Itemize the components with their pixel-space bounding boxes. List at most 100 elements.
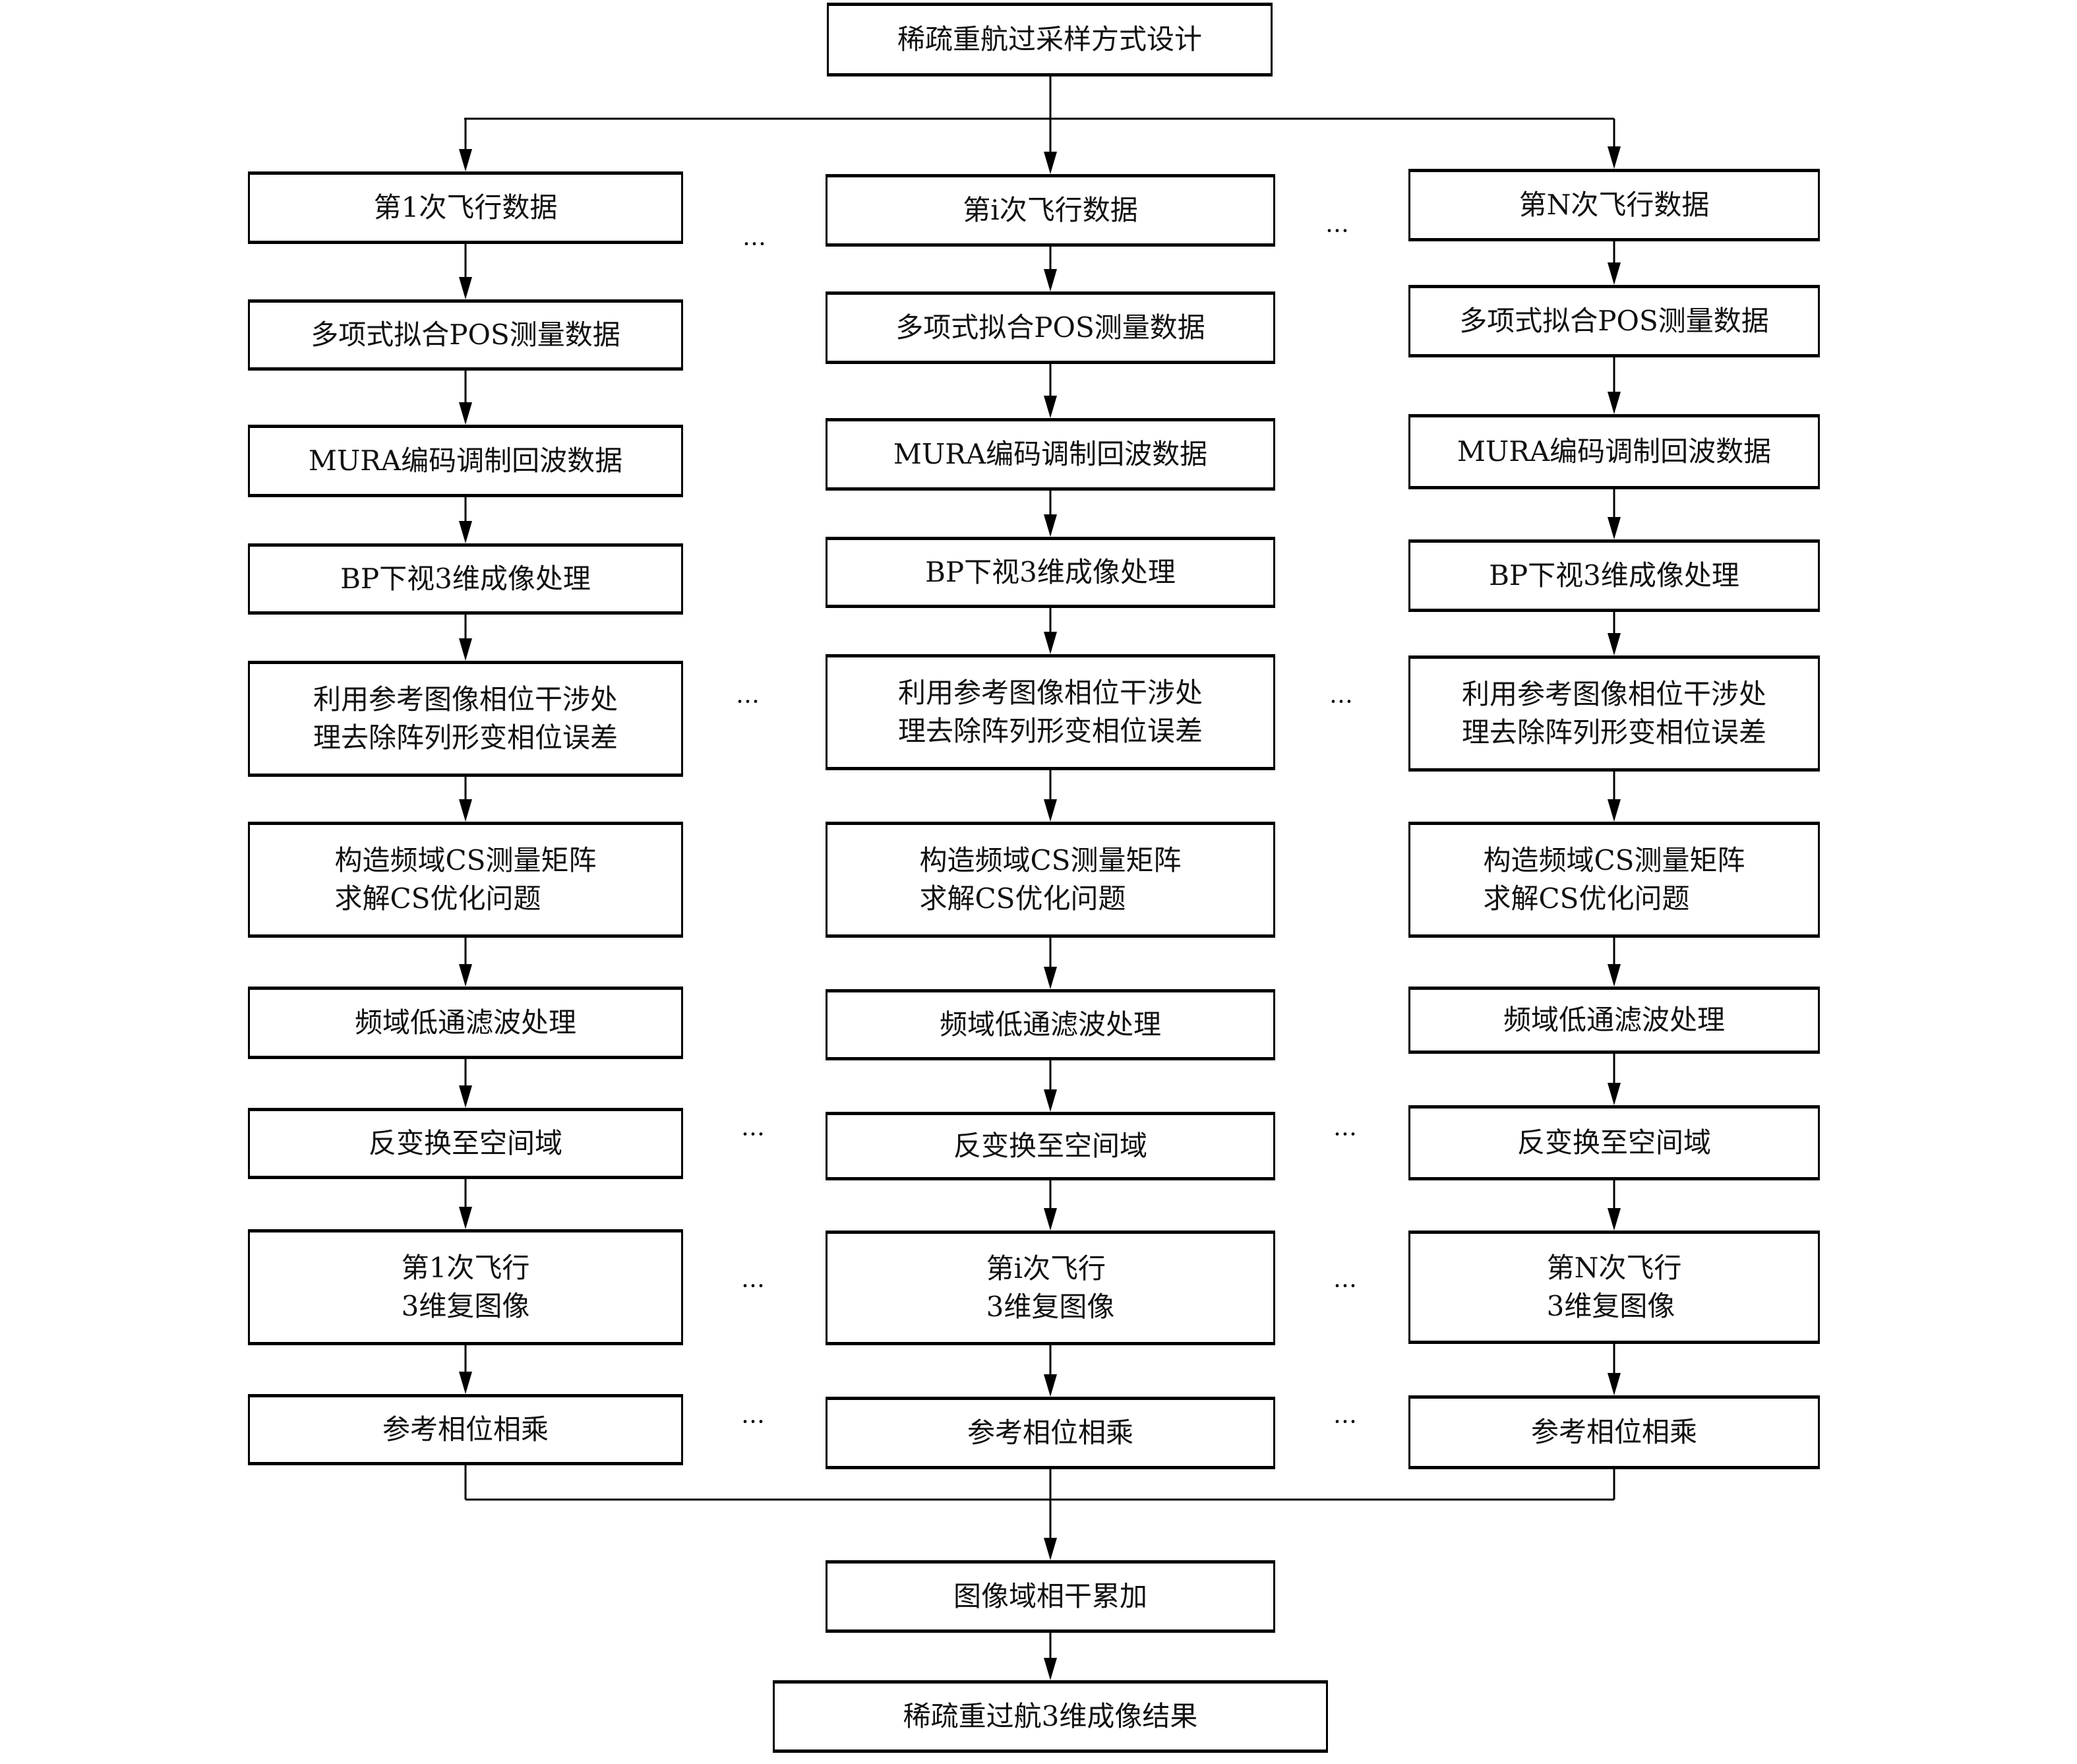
step-box: 参考相位相乘: [248, 1394, 683, 1465]
step-label: 第N次飞行数据: [1519, 189, 1710, 221]
step-label: 参考相位相乘: [382, 1413, 549, 1445]
step-box: 第1次飞行 3维复图像: [248, 1229, 683, 1345]
step-box: 利用参考图像相位干涉处 理去除阵列形变相位误差: [1408, 655, 1820, 772]
step-label: 多项式拟合POS测量数据: [895, 311, 1205, 344]
arrow-head-icon: [459, 638, 472, 661]
step-label: 频域低通滤波处理: [354, 1006, 576, 1039]
step-box: MURA编码调制回波数据: [248, 425, 683, 497]
step-box: 第i次飞行 3维复图像: [826, 1231, 1275, 1345]
step-label: 反变换至空间域: [1517, 1126, 1711, 1159]
design-label: 稀疏重航过采样方式设计: [897, 23, 1202, 55]
arrow-head-icon: [1608, 146, 1621, 169]
step-box: 构造频域CS测量矩阵 求解CS优化问题: [826, 822, 1275, 938]
step-label: 第i次飞行数据: [963, 194, 1138, 226]
ellipsis: …: [1333, 1114, 1357, 1141]
step-label: BP下视3维成像处理: [340, 563, 591, 595]
coherent-accumulation-box: 图像域相干累加: [826, 1560, 1275, 1633]
arrow-head-icon: [1044, 1538, 1057, 1560]
step-box: 频域低通滤波处理: [248, 987, 683, 1059]
step-label: 频域低通滤波处理: [939, 1008, 1161, 1041]
ellipsis: …: [742, 224, 766, 251]
arrow-head-icon: [1044, 1658, 1057, 1680]
design-box: 稀疏重航过采样方式设计: [827, 3, 1273, 76]
arrow-head-icon: [1044, 632, 1057, 654]
ellipsis: …: [1325, 210, 1349, 238]
step-box: 多项式拟合POS测量数据: [248, 299, 683, 371]
arrow-head-icon: [1608, 517, 1621, 539]
step-box: 利用参考图像相位干涉处 理去除阵列形变相位误差: [826, 654, 1275, 770]
ellipsis: …: [741, 1401, 765, 1429]
ellipsis: …: [741, 1265, 765, 1293]
arrow-head-icon: [1044, 1089, 1057, 1112]
step-box: 构造频域CS测量矩阵 求解CS优化问题: [1408, 822, 1820, 938]
step-label: 反变换至空间域: [368, 1127, 562, 1159]
arrow-head-icon: [1608, 1373, 1621, 1395]
step-box: 频域低通滤波处理: [1408, 987, 1820, 1054]
step-label: 参考相位相乘: [1530, 1416, 1697, 1448]
step-box: 多项式拟合POS测量数据: [1408, 285, 1820, 357]
step-label: 利用参考图像相位干涉处 理去除阵列形变相位误差: [897, 677, 1203, 747]
step-box: 反变换至空间域: [248, 1108, 683, 1179]
step-box: BP下视3维成像处理: [248, 543, 683, 615]
step-box: 参考相位相乘: [1408, 1395, 1820, 1469]
step-box: MURA编码调制回波数据: [826, 418, 1275, 491]
step-box: 第N次飞行数据: [1408, 169, 1820, 241]
step-box: 反变换至空间域: [826, 1112, 1275, 1180]
arrow-head-icon: [1608, 799, 1621, 822]
ellipsis: …: [1333, 1265, 1357, 1293]
arrow-head-icon: [459, 402, 472, 425]
result-label: 稀疏重过航3维成像结果: [903, 1700, 1198, 1732]
arrow-head-icon: [459, 521, 472, 543]
step-label: 利用参考图像相位干涉处 理去除阵列形变相位误差: [1461, 678, 1766, 748]
arrow-head-icon: [459, 1085, 472, 1108]
step-label: 第i次飞行 3维复图像: [986, 1252, 1115, 1323]
step-label: MURA编码调制回波数据: [893, 438, 1208, 470]
arrow-head-icon: [1044, 269, 1057, 291]
arrow-head-icon: [1608, 262, 1621, 285]
step-label: BP下视3维成像处理: [925, 556, 1176, 588]
step-box: 第i次飞行数据: [826, 174, 1275, 247]
arrow-head-icon: [1044, 1208, 1057, 1231]
arrow-head-icon: [459, 1207, 472, 1229]
step-label: 反变换至空间域: [953, 1130, 1147, 1162]
arrow-head-icon: [1608, 392, 1621, 414]
ellipsis: …: [1329, 681, 1353, 709]
arrow-head-icon: [1044, 1374, 1057, 1397]
step-box: 多项式拟合POS测量数据: [826, 291, 1275, 364]
step-box: 第N次飞行 3维复图像: [1408, 1231, 1820, 1344]
step-box: 反变换至空间域: [1408, 1105, 1820, 1180]
arrow-head-icon: [1608, 1208, 1621, 1231]
merge-label: 图像域相干累加: [953, 1580, 1147, 1612]
step-label: 第N次飞行 3维复图像: [1546, 1252, 1682, 1322]
arrow-head-icon: [1044, 967, 1057, 989]
step-box: 频域低通滤波处理: [826, 989, 1275, 1060]
step-box: 构造频域CS测量矩阵 求解CS优化问题: [248, 822, 683, 938]
step-label: 第1次飞行数据: [373, 191, 558, 224]
step-box: BP下视3维成像处理: [826, 537, 1275, 608]
result-box: 稀疏重过航3维成像结果: [773, 1680, 1328, 1753]
step-box: BP下视3维成像处理: [1408, 539, 1820, 612]
step-box: MURA编码调制回波数据: [1408, 414, 1820, 489]
arrow-head-icon: [1608, 1083, 1621, 1105]
step-label: BP下视3维成像处理: [1489, 559, 1739, 592]
step-label: 利用参考图像相位干涉处 理去除阵列形变相位误差: [313, 683, 618, 754]
step-label: 频域低通滤波处理: [1503, 1004, 1725, 1036]
step-box: 参考相位相乘: [826, 1397, 1275, 1469]
arrow-head-icon: [459, 277, 472, 299]
step-label: 构造频域CS测量矩阵 求解CS优化问题: [1483, 844, 1745, 915]
step-label: 构造频域CS测量矩阵 求解CS优化问题: [334, 844, 597, 915]
ellipsis: …: [736, 681, 760, 709]
arrow-head-icon: [459, 149, 472, 171]
arrow-head-icon: [1608, 964, 1621, 987]
arrow-head-icon: [1044, 396, 1057, 418]
arrow-head-icon: [1044, 799, 1057, 822]
arrow-head-icon: [1044, 152, 1057, 174]
step-label: 多项式拟合POS测量数据: [1459, 305, 1769, 337]
step-label: MURA编码调制回波数据: [1457, 435, 1772, 468]
arrow-head-icon: [1608, 633, 1621, 655]
arrow-head-icon: [1044, 514, 1057, 537]
step-box: 第1次飞行数据: [248, 171, 683, 244]
step-label: 参考相位相乘: [967, 1416, 1133, 1449]
